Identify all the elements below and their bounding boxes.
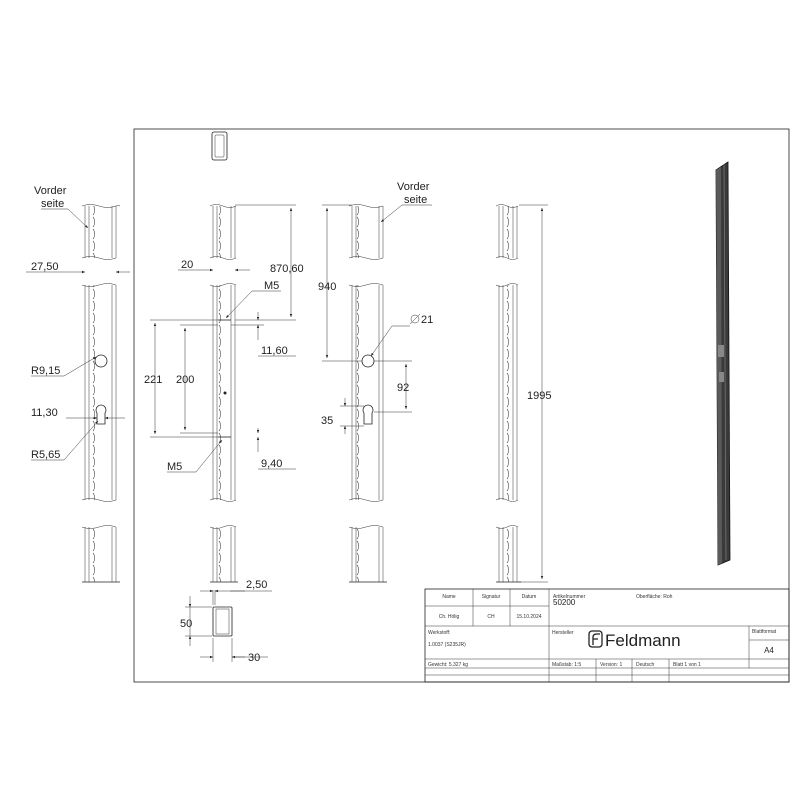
value-gewicht: Gewicht: 5.327 kg [428,662,468,668]
header-signatur: Signatur [482,594,501,600]
end-profile-top [211,131,228,161]
dim-1995: 1995 [527,390,551,402]
view-side-2 [209,204,238,583]
dim-r5-65: R5,65 [31,449,60,461]
value-signatur: CH [487,614,495,620]
dim-870-60: 870,60 [270,263,304,275]
label-vorder-1: Vorder [34,185,67,197]
brand-name: Feldmann [605,631,681,650]
header-blattformat: Blattformat [752,629,777,635]
value-version: Version: 1 [600,662,622,668]
dim-9-40: 9,40 [261,458,282,470]
label-vorder-2: Vorder [397,181,430,193]
dim-11-30: 11,30 [31,407,58,419]
value-hersteller: Hersteller [552,630,574,636]
view-front-3 [348,204,387,583]
value-massstab: Maßstab: 1:5 [552,662,581,668]
dim-27-50: 27,50 [31,261,59,273]
label-m5-bottom: M5 [167,461,182,473]
value-sprache: Deutsch [636,662,655,668]
value-datum: 15.10.2024 [516,614,541,620]
dim-50: 50 [180,618,192,630]
dim-30: 30 [248,652,260,664]
value-name: Ch. Hölig [439,614,460,620]
feldmann-logo-icon [588,630,603,648]
title-block: Name Signatur Datum Artikelnummer Oberfl… [424,588,790,683]
end-profile-bottom [212,606,233,637]
view-back-4 [495,204,521,583]
dim-11-60: 11,60 [261,345,288,357]
dim-92: 92 [397,382,409,394]
dim-20: 20 [181,259,193,271]
dim-dia-21: 21 [421,314,433,326]
dim-940: 940 [318,281,336,293]
value-blattformat: A4 [764,646,774,655]
label-m5-top: M5 [264,280,279,292]
dim-200: 200 [176,374,194,386]
dim-221: 221 [144,374,162,386]
keyhole [95,404,107,425]
dim-2-50: 2,50 [246,579,267,591]
iso-view [715,161,731,566]
dim-r9-15: R9,15 [31,365,60,377]
value-werkstoff: 1.0037 (S235JR) [428,642,466,648]
dim-35: 35 [321,415,333,427]
value-blatt: Blatt 1 von 1 [673,662,701,668]
header-oberflaeche: Oberfläche: Roh [636,594,673,600]
label-seite-1: seite [41,198,64,210]
view-front-1 [81,204,121,583]
round-hole [94,354,108,368]
header-name: Name [442,594,456,600]
label-seite-2: seite [404,194,427,206]
header-datum: Datum [522,594,537,600]
sheet-frame [133,128,790,683]
value-artikelnummer: 50200 [553,598,576,607]
header-artikelnummer: Artikelnummer [553,594,586,600]
value-werkstoff-label: Werkstoff: [428,630,450,636]
